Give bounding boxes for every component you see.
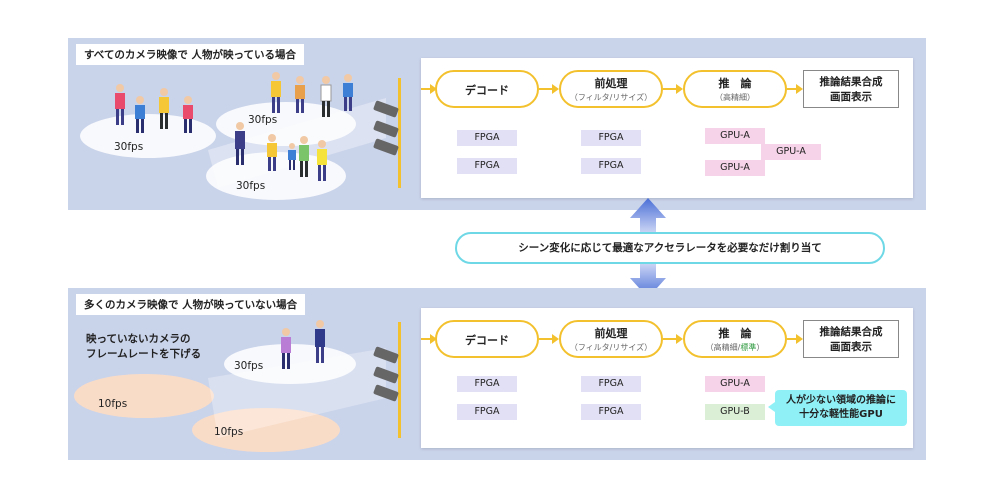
crowd-area-ellipse (216, 102, 356, 146)
camera-pole (398, 322, 401, 438)
inference-sub-part: （高精細/ (705, 343, 741, 352)
gpu-a-chip: GPU-A (705, 376, 765, 392)
flow-arrow (787, 84, 803, 94)
inference-stage-label: 推 論 (718, 327, 752, 340)
fpga-chip: FPGA (457, 376, 517, 392)
fpga-chip: FPGA (457, 130, 517, 146)
person-icon (317, 140, 327, 181)
preprocess-stage-sub: （フィルタ/リサイズ） (569, 93, 653, 102)
camera-view-cone (208, 98, 386, 188)
framerate-note: 映っていないカメラの フレームレートを下げる (86, 332, 201, 362)
bottom-panel: 多くのカメラ映像で 人物が映っていない場合 映っていないカメラの フレームレート… (68, 288, 926, 460)
top-panel: すべてのカメラ映像で 人物が映っている場合 30fps 30fps 30fps … (68, 38, 926, 210)
person-icon (271, 72, 281, 113)
person-icon (115, 84, 125, 125)
inference-sub-standard: 標準 (740, 343, 757, 352)
preprocess-stage-sub: （フィルタ/リサイズ） (569, 343, 653, 352)
gpu-b-chip: GPU-B (705, 404, 765, 420)
preprocess-stage-label: 前処理 (594, 327, 628, 340)
result-box-line: 画面表示 (830, 341, 872, 353)
bottom-pipeline-card: デコード 前処理 （フィルタ/リサイズ） 推 論 （高精細/標準） 推論結果合成… (421, 308, 913, 448)
top-panel-title: すべてのカメラ映像で 人物が映っている場合 (76, 44, 304, 65)
fps-label: 10fps (98, 398, 128, 410)
decode-stage-label: デコード (465, 334, 509, 347)
gpu-a-chip: GPU-A (705, 128, 765, 144)
person-icon (320, 76, 332, 117)
flow-arrow (539, 334, 559, 344)
result-box: 推論結果合成 画面表示 (803, 70, 899, 108)
inference-sub-part: ） (756, 343, 765, 352)
person-icon (281, 328, 291, 369)
fps-label: 30fps (114, 141, 144, 153)
security-camera-icon (373, 120, 399, 138)
preprocess-stage-label: 前処理 (594, 77, 628, 90)
security-camera-icon (373, 138, 399, 156)
person-icon (299, 136, 309, 177)
inference-stage-label: 推 論 (718, 77, 752, 90)
top-scene-illustration (80, 72, 401, 200)
person-icon (135, 96, 145, 133)
decode-stage-label: デコード (465, 84, 509, 97)
inference-stage-sub: （高精細/標準） (685, 342, 785, 353)
flow-arrow (787, 334, 803, 344)
empty-area-ellipse (192, 408, 340, 452)
person-icon (295, 76, 305, 113)
flow-arrow (421, 334, 437, 344)
light-gpu-callout: 人が少ない領域の推論に 十分な軽性能GPU (768, 390, 907, 426)
result-box-line: 画面表示 (830, 91, 872, 103)
result-box: 推論結果合成 画面表示 (803, 320, 899, 358)
person-icon (288, 143, 296, 170)
bidirectional-arrow-icon (630, 198, 666, 298)
gpu-a-chip: GPU-A (761, 144, 821, 160)
center-message: シーン変化に応じて最適なアクセラレータを必要なだけ割り当て (455, 232, 885, 264)
security-camera-icon (373, 100, 399, 118)
framerate-note-line: フレームレートを下げる (86, 348, 202, 360)
flow-arrow (663, 334, 683, 344)
fpga-chip: FPGA (581, 158, 641, 174)
fps-label: 30fps (234, 360, 264, 372)
person-icon (267, 134, 277, 171)
gpu-a-chip: GPU-A (705, 160, 765, 176)
person-icon (183, 96, 193, 133)
fpga-chip: FPGA (581, 376, 641, 392)
result-box-line: 推論結果合成 (819, 76, 883, 88)
security-camera-icon (373, 384, 399, 402)
decode-stage: デコード (435, 320, 539, 358)
fps-label: 10fps (214, 426, 244, 438)
fpga-chip: FPGA (457, 404, 517, 420)
fps-label: 30fps (236, 180, 266, 192)
bottom-scene-illustration (74, 320, 401, 452)
top-pipeline-card: デコード 前処理 （フィルタ/リサイズ） 推 論 （高精細） 推論結果合成 画面… (421, 58, 913, 198)
fps-label: 30fps (248, 114, 278, 126)
flow-arrow (663, 84, 683, 94)
security-camera-icon (373, 346, 399, 364)
callout-line: 人が少ない領域の推論に (786, 395, 896, 406)
person-icon (343, 74, 353, 111)
camera-pole (398, 78, 401, 188)
framerate-note-line: 映っていないカメラの (86, 333, 191, 345)
fpga-chip: FPGA (581, 130, 641, 146)
empty-area-ellipse (74, 374, 214, 418)
bottom-panel-title: 多くのカメラ映像で 人物が映っていない場合 (76, 294, 306, 315)
inference-stage-sub: （高精細） (715, 93, 755, 102)
callout-line: 十分な軽性能GPU (799, 409, 883, 420)
person-icon (159, 88, 169, 129)
person-icon (235, 122, 245, 165)
person-icon (315, 320, 325, 363)
fpga-chip: FPGA (457, 158, 517, 174)
preprocess-stage: 前処理 （フィルタ/リサイズ） (559, 70, 663, 108)
inference-stage: 推 論 （高精細/標準） (683, 320, 787, 358)
flow-arrow (539, 84, 559, 94)
fpga-chip: FPGA (581, 404, 641, 420)
preprocess-stage: 前処理 （フィルタ/リサイズ） (559, 320, 663, 358)
result-box-line: 推論結果合成 (819, 326, 883, 338)
decode-stage: デコード (435, 70, 539, 108)
crowd-area-ellipse (80, 114, 216, 158)
security-camera-icon (373, 366, 399, 384)
inference-stage: 推 論 （高精細） (683, 70, 787, 108)
flow-arrow (421, 84, 437, 94)
camera-view-cone (208, 348, 386, 438)
